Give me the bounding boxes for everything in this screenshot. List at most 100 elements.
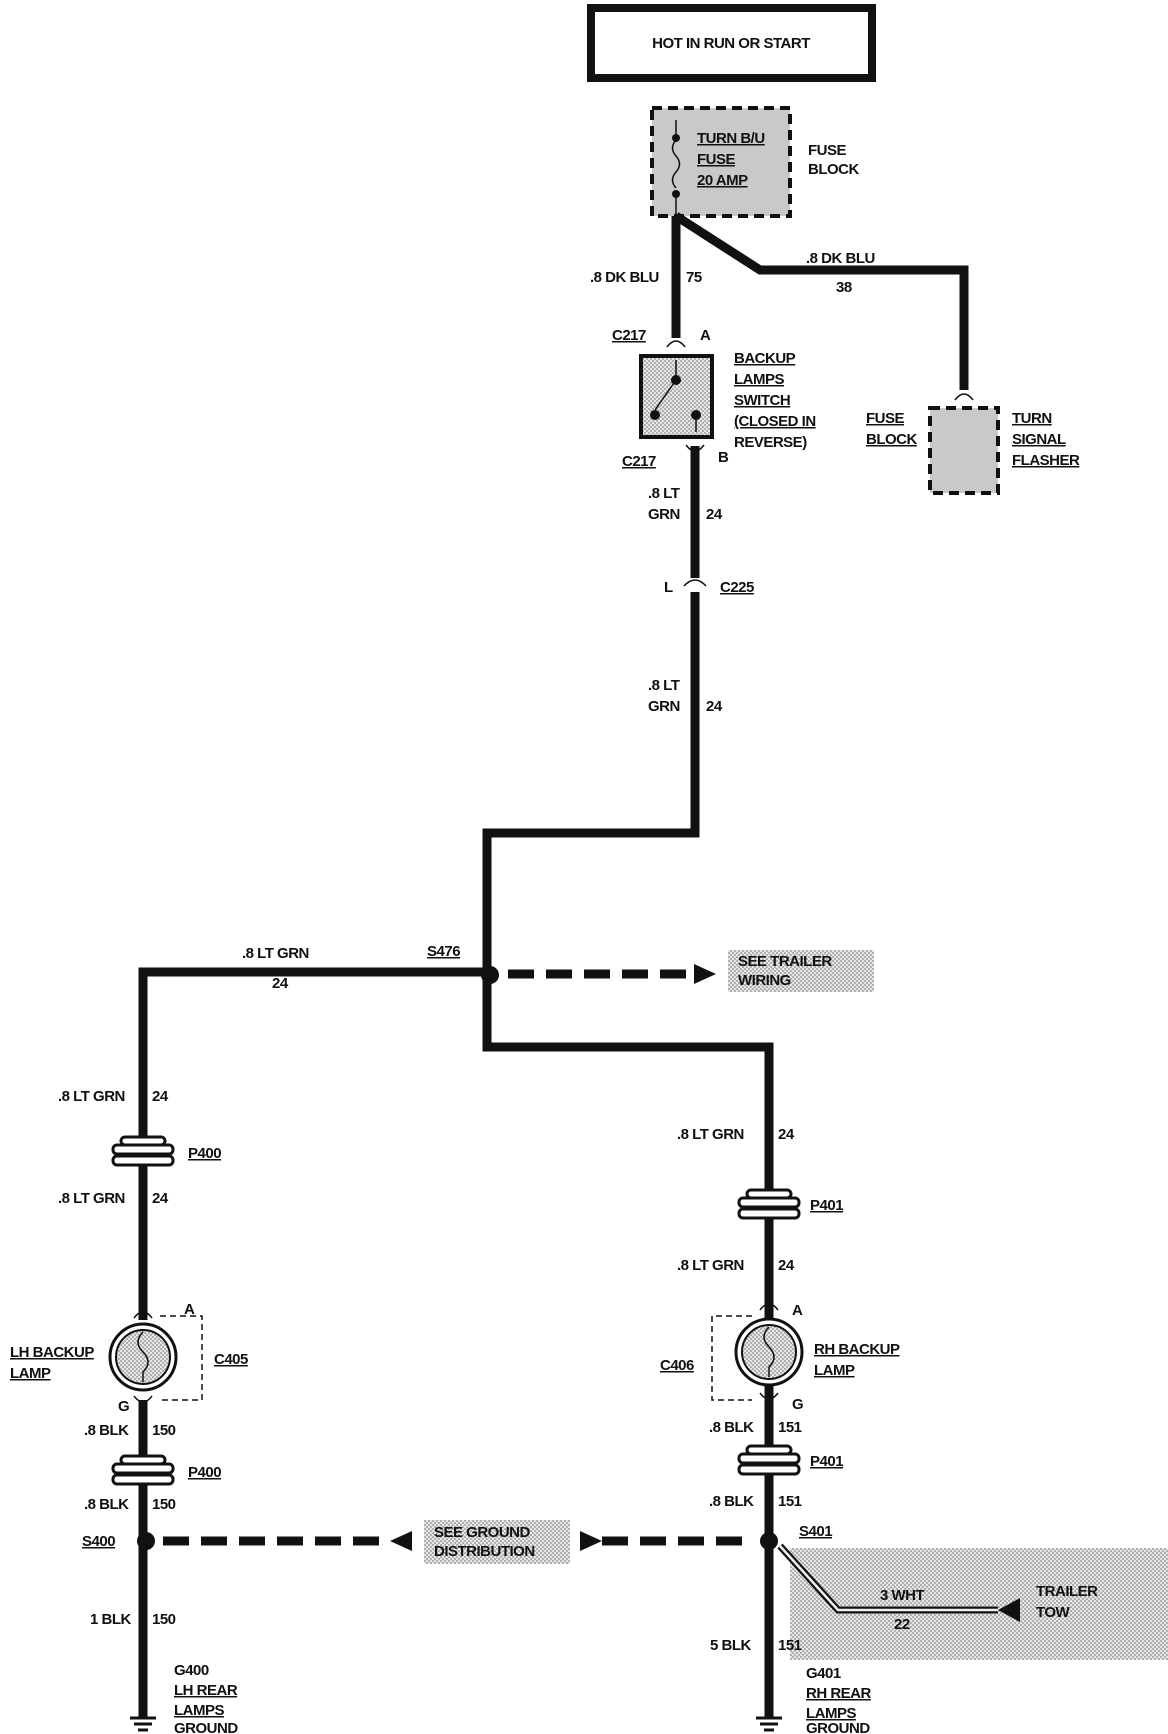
- wire-label-lh-blk-1: .8 BLK: [84, 1422, 129, 1439]
- connector-p400-lower-label: P400: [188, 1464, 221, 1481]
- wire-circuit-rh-grn-lower: 24: [778, 1257, 795, 1274]
- arrow-right-ground-icon: [580, 1531, 602, 1551]
- backup-lamps-switch: [639, 340, 714, 452]
- splice-s401-label: S401: [799, 1523, 832, 1540]
- fuse-block-label-line1: FUSE: [808, 142, 847, 159]
- bulb-filament-icon: [137, 1331, 149, 1382]
- lh-backup-lamp: [108, 1311, 203, 1403]
- rh-backup-lamp: [711, 1303, 804, 1401]
- connector-c225-pin: L: [664, 579, 673, 596]
- ground-g400-line3: LAMPS: [174, 1702, 224, 1719]
- turn-signal-flasher: [928, 393, 1000, 495]
- splice-s476-label: S476: [427, 943, 460, 960]
- lh-lamp-pin-a: A: [184, 1301, 195, 1318]
- fuse-label-line2: FUSE: [697, 151, 736, 168]
- wire-label-lh-blk-2: .8 BLK: [84, 1496, 129, 1513]
- fuse-label-line3: 20 AMP: [697, 172, 748, 189]
- power-source-box: HOT IN RUN OR START: [587, 4, 876, 82]
- switch-connector-top: C217: [612, 327, 646, 344]
- connector-p400-upper-label: P400: [188, 1145, 221, 1162]
- wire-circuit-grn-mid: 24: [706, 698, 723, 715]
- lh-lamp-label-line1: LH BACKUP: [10, 1344, 94, 1361]
- rh-lamp-label-line2: LAMP: [814, 1362, 855, 1379]
- flasher-block-label-line1: FUSE: [866, 410, 905, 427]
- connector-c225-label: C225: [720, 579, 754, 596]
- rh-lamp-pin-g: G: [792, 1396, 803, 1413]
- wire-label-grn-top-1: .8 LT: [648, 485, 680, 502]
- switch-label-line1: BACKUP: [734, 350, 796, 367]
- connector-p400-upper: [111, 1135, 175, 1167]
- wire-circuit-lh-blk-3: 150: [152, 1611, 176, 1628]
- arrow-left-trailer-icon: [998, 1598, 1020, 1622]
- wire-label-dk-blu-38: .8 DK BLU: [806, 250, 875, 267]
- ground-distribution-ref: [424, 1520, 570, 1564]
- wire-circuit-rh-grn-upper: 24: [778, 1126, 795, 1143]
- trailer-wiring-ref: [728, 950, 874, 992]
- wire-label-grn-top-2: GRN: [648, 506, 680, 523]
- ground-g400-line2: LH REAR: [174, 1682, 238, 1699]
- connector-p401-lower-label: P401: [810, 1453, 843, 1470]
- wire-label-rh-blk-1: .8 BLK: [709, 1419, 754, 1436]
- switch-contact-icon: [654, 379, 677, 411]
- switch-label-line5: REVERSE): [734, 434, 807, 451]
- switch-pin-b: B: [718, 449, 729, 466]
- flasher-label-line2: SIGNAL: [1012, 431, 1066, 448]
- ground-g401-line2: RH REAR: [806, 1685, 872, 1702]
- flasher-block-label-line2: BLOCK: [866, 431, 917, 448]
- switch-label-line2: LAMPS: [734, 371, 784, 388]
- wire-label-grn-mid-2: GRN: [648, 698, 680, 715]
- wire-label-lh-grn-upper: .8 LT GRN: [58, 1088, 125, 1105]
- switch-pin-a: A: [700, 327, 711, 344]
- wire-label-lh-blk-3: 1 BLK: [90, 1611, 132, 1628]
- ground-distribution-ref-line2: DISTRIBUTION: [434, 1543, 535, 1560]
- trailer-tow-line1: TRAILER: [1036, 1583, 1098, 1600]
- rh-lamp-label-line1: RH BACKUP: [814, 1341, 900, 1358]
- fuse-block: TURN B/U FUSE 20 AMP: [650, 106, 792, 218]
- connector-c225-icon: [683, 579, 707, 587]
- wire-label-rh-blk-3: 5 BLK: [710, 1637, 752, 1654]
- flasher-label-line1: TURN: [1012, 410, 1052, 427]
- rh-bulb-filament-icon: [763, 1326, 775, 1377]
- wire-circuit-rh-blk-1: 151: [778, 1419, 802, 1436]
- flasher-connector-icon: [954, 393, 974, 401]
- trailer-wiring-ref-line2: WIRING: [738, 972, 791, 989]
- wire-label-grn-mid-1: .8 LT: [648, 677, 680, 694]
- wire-label-wht: 3 WHT: [880, 1587, 925, 1604]
- rh-lamp-pin-a: A: [792, 1302, 803, 1319]
- connector-c405-label: C405: [214, 1351, 248, 1368]
- connector-c217-a-icon: [666, 340, 686, 348]
- wire-circuit-grn-horiz: 24: [272, 975, 289, 992]
- connector-p401-upper: [737, 1188, 801, 1220]
- arrow-right-icon: [694, 964, 716, 984]
- splice-s400: [137, 1532, 155, 1550]
- arrow-left-icon: [390, 1531, 412, 1551]
- wire-dk-blu-38: [673, 212, 969, 390]
- switch-connector-bottom: C217: [622, 453, 656, 470]
- trailer-tow-ref: [790, 1548, 1168, 1660]
- wire-label-rh-grn-lower: .8 LT GRN: [677, 1257, 744, 1274]
- ground-g401-line1: G401: [806, 1665, 841, 1682]
- switch-label-line3: SWITCH: [734, 392, 790, 409]
- wire-circuit-rh-blk-2: 151: [778, 1493, 802, 1510]
- wire-lt-grn-24-lh: [138, 967, 487, 1320]
- switch-label-line4: (CLOSED IN: [734, 413, 816, 430]
- fuse-element-icon: [671, 139, 681, 189]
- wire-lt-grn-24-main: [482, 592, 774, 1508]
- power-source-label: HOT IN RUN OR START: [652, 35, 810, 52]
- wire-label-grn-horiz: .8 LT GRN: [242, 945, 309, 962]
- connector-c406-label: C406: [660, 1357, 694, 1374]
- wire-label-rh-blk-2: .8 BLK: [709, 1493, 754, 1510]
- fuse-label-line1: TURN B/U: [697, 130, 765, 147]
- ground-g400-line4: GROUND: [174, 1720, 238, 1734]
- ground-g401-line4: GROUND: [806, 1720, 870, 1734]
- ground-g401-line3: LAMPS: [806, 1705, 856, 1722]
- wire-label-rh-grn-upper: .8 LT GRN: [677, 1126, 744, 1143]
- wire-circuit-lh-grn-upper: 24: [152, 1088, 169, 1105]
- wire-circuit-grn-top: 24: [706, 506, 723, 523]
- trailer-tow-line2: TOW: [1036, 1604, 1071, 1621]
- wire-circuit-rh-blk-3: 151: [778, 1637, 802, 1654]
- fuse-block-label-line2: BLOCK: [808, 161, 859, 178]
- wire-label-lh-grn-lower: .8 LT GRN: [58, 1190, 125, 1207]
- ground-g400-line1: G400: [174, 1662, 209, 1679]
